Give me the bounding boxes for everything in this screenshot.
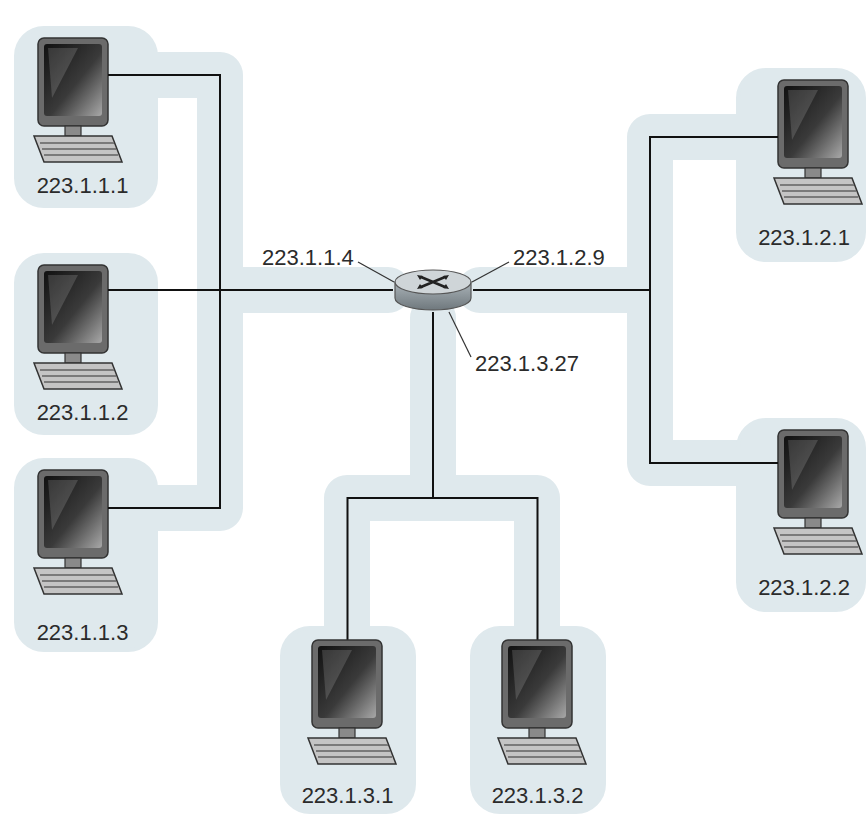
computer-icon — [308, 640, 396, 764]
host-blob — [16, 460, 156, 650]
computer-icon — [774, 430, 862, 554]
host-address: 223.1.2.2 — [745, 576, 863, 600]
leader-line — [449, 312, 471, 357]
computer-icon — [34, 470, 122, 594]
leader-lines — [358, 262, 509, 357]
computer-icon — [774, 80, 862, 204]
router-symbol — [395, 270, 471, 310]
host-node: 223.1.3.1 — [290, 640, 405, 808]
interface-address: 223.1.2.9 — [513, 246, 605, 270]
network-link — [140, 75, 393, 290]
host-address: 223.1.3.1 — [290, 784, 405, 808]
host-blob — [738, 420, 864, 610]
router-top — [395, 270, 471, 294]
computer-icon — [34, 265, 122, 389]
host-blob — [16, 28, 156, 206]
interface-address: 223.1.1.4 — [262, 246, 354, 270]
router-node: 223.1.1.4223.1.2.9223.1.3.27 — [393, 268, 473, 312]
host-stub — [108, 75, 778, 508]
host-blob — [282, 628, 414, 812]
subnet-blob — [16, 28, 864, 812]
subnet-blob-left — [140, 75, 388, 508]
host-blob — [16, 255, 156, 433]
wire-stub — [108, 75, 778, 508]
router-arrowheads — [417, 275, 449, 289]
subnet-blob-right — [480, 137, 745, 463]
network-link — [473, 137, 745, 290]
host-node: 223.1.2.1 — [745, 80, 863, 250]
host-node: 223.1.1.1 — [25, 38, 140, 198]
leader-line — [472, 262, 509, 282]
host-blob — [738, 70, 864, 260]
host-node: 223.1.1.2 — [25, 265, 140, 425]
host-address: 223.1.1.3 — [25, 621, 140, 645]
computer-icon — [498, 640, 586, 764]
host-address: 223.1.2.1 — [745, 226, 863, 250]
host-address: 223.1.1.2 — [25, 401, 140, 425]
interface-address: 223.1.3.27 — [475, 352, 579, 376]
host-node: 223.1.3.2 — [480, 640, 595, 808]
host-node: 223.1.2.2 — [745, 430, 863, 600]
host-address: 223.1.1.1 — [25, 174, 140, 198]
host-node: 223.1.1.3 — [25, 470, 140, 645]
computer-icon — [34, 38, 122, 162]
network-link — [473, 290, 745, 463]
network-link — [140, 290, 393, 508]
host-blob — [472, 628, 604, 812]
host-address: 223.1.3.2 — [480, 784, 595, 808]
network-link — [348, 312, 434, 640]
router-arrows — [421, 277, 445, 287]
leader-line — [358, 262, 394, 282]
